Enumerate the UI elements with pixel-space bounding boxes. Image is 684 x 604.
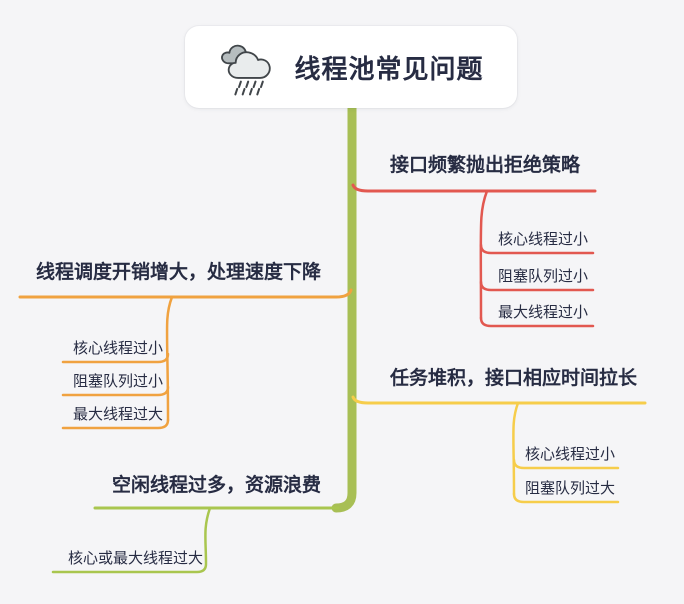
branch-node-backlog[interactable]: 任务堆积，接口相应时间拉长 bbox=[390, 368, 638, 389]
branch-scheduling-child-underline-3 bbox=[61, 418, 170, 430]
branch-scheduling-child-stem bbox=[165, 295, 174, 422]
branch-backlog-line bbox=[351, 395, 647, 405]
child-node-backlog-1[interactable]: 核心线程过小 bbox=[525, 446, 616, 463]
rain-cloud-icon bbox=[221, 44, 272, 96]
branch-scheduling-line bbox=[18, 288, 353, 299]
branch-idle-child-stem bbox=[51, 506, 212, 574]
branch-reject-child-underline-1 bbox=[479, 243, 595, 255]
child-node-scheduling-3[interactable]: 最大线程过大 bbox=[73, 406, 164, 423]
branch-node-scheduling[interactable]: 线程调度开销增大，处理速度下降 bbox=[36, 262, 322, 283]
central-topic-node[interactable]: 线程池常见问题 bbox=[185, 26, 517, 108]
child-node-reject-3[interactable]: 最大线程过小 bbox=[498, 304, 589, 321]
branch-reject-line bbox=[351, 183, 597, 193]
central-topic-title: 线程池常见问题 bbox=[294, 53, 484, 84]
branch-scheduling-child-underline-2 bbox=[61, 385, 170, 397]
branch-scheduling-child-underline-1 bbox=[61, 352, 170, 364]
child-node-scheduling-1[interactable]: 核心线程过小 bbox=[73, 340, 164, 357]
child-node-idle-1[interactable]: 核心或最大线程过大 bbox=[68, 550, 204, 567]
branch-node-idle[interactable]: 空闲线程过多，资源浪费 bbox=[112, 475, 322, 496]
branch-reject-child-underline-2 bbox=[479, 280, 595, 292]
branch-backlog-child-underline-1 bbox=[512, 458, 620, 470]
child-node-reject-1[interactable]: 核心线程过小 bbox=[498, 231, 589, 248]
child-node-scheduling-2[interactable]: 阻塞队列过小 bbox=[73, 373, 164, 390]
branch-backlog-child-underline-2 bbox=[512, 492, 620, 504]
branch-reject-child-stem bbox=[479, 189, 489, 320]
child-node-reject-2[interactable]: 阻塞队列过小 bbox=[498, 268, 589, 285]
trunk-connector bbox=[331, 102, 357, 513]
branch-backlog-child-stem bbox=[512, 401, 520, 496]
child-node-backlog-2[interactable]: 阻塞队列过大 bbox=[525, 480, 616, 497]
branch-reject-child-underline-3 bbox=[479, 316, 595, 328]
branch-node-reject-policy[interactable]: 接口频繁抛出拒绝策略 bbox=[390, 155, 581, 176]
